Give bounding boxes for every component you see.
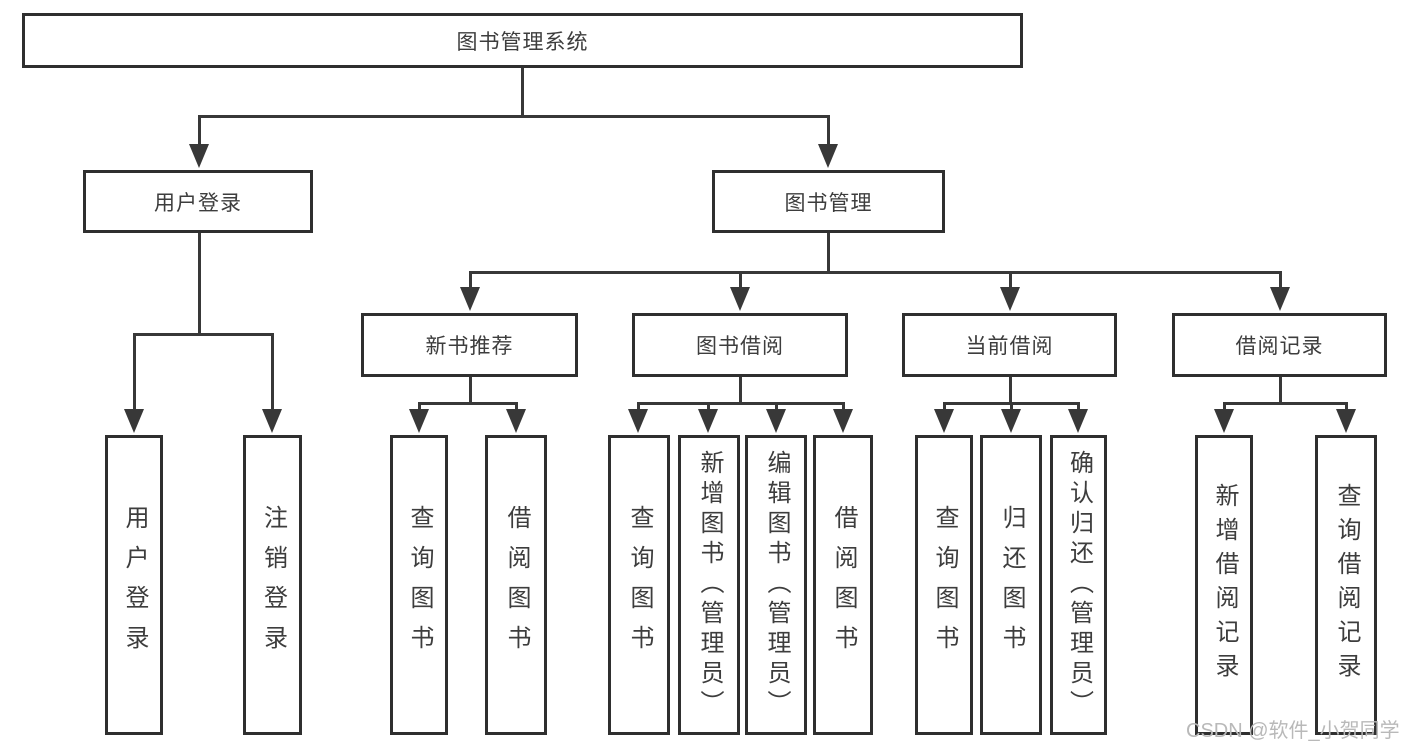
watermark: CSDN @软件_小贺同学 <box>1186 720 1400 742</box>
connector-arrow-down <box>262 409 282 433</box>
leaf-recommend-borrow-books: 借阅图书 <box>485 435 547 735</box>
connector-line <box>1008 377 1012 405</box>
node-library-system-label: 图书管理系统 <box>456 30 589 54</box>
leaf-add-borrow-record-label: 新增借阅记录 <box>1211 483 1238 687</box>
connector-line <box>132 333 274 336</box>
connector-line <box>520 68 524 118</box>
leaf-query-borrow-record: 查询借阅记录 <box>1315 435 1377 735</box>
connector-line <box>636 402 640 411</box>
leaf-user-login: 用户登录 <box>105 435 163 735</box>
node-borrow-records-label: 借阅记录 <box>1235 335 1324 358</box>
connector-arrow-down <box>698 409 718 433</box>
connector-line <box>774 402 778 411</box>
connector-line <box>1222 402 1348 405</box>
connector-line <box>514 402 518 411</box>
connector-arrow-down <box>628 409 648 433</box>
node-book-borrow-label: 图书借阅 <box>696 335 784 358</box>
connector-line <box>841 402 845 411</box>
connector-arrow-down <box>818 144 838 168</box>
leaf-confirm-return-admin: 确认归还（管理员） <box>1050 435 1107 735</box>
connector-arrow-down <box>506 409 526 433</box>
node-user-login: 用户登录 <box>83 170 313 233</box>
node-library-system: 图书管理系统 <box>22 13 1023 68</box>
connector-arrow-down <box>1001 409 1021 433</box>
connector-arrow-down <box>1068 409 1088 433</box>
connector-arrow-down <box>409 409 429 433</box>
node-current-borrow-label: 当前借阅 <box>965 335 1054 358</box>
connector-line <box>1344 402 1348 411</box>
connector-arrow-down <box>1270 287 1290 311</box>
node-borrow-records: 借阅记录 <box>1172 313 1387 377</box>
leaf-return-books-label: 归还图书 <box>998 505 1025 665</box>
leaf-borrow-books-label: 借阅图书 <box>830 505 857 665</box>
connector-line <box>417 402 518 405</box>
connector-line <box>636 402 845 405</box>
leaf-add-borrow-record: 新增借阅记录 <box>1195 435 1253 735</box>
leaf-recommend-query-books-label: 查询图书 <box>406 505 433 665</box>
node-current-borrow: 当前借阅 <box>902 313 1117 377</box>
connector-line <box>417 402 421 411</box>
connector-arrow-down <box>934 409 954 433</box>
connector-arrow-down <box>766 409 786 433</box>
leaf-edit-books-admin: 编辑图书（管理员） <box>745 435 807 735</box>
leaf-current-query-books-label: 查询图书 <box>931 505 958 665</box>
leaf-borrow-query-books-label: 查询图书 <box>626 505 653 665</box>
connector-line <box>826 115 830 146</box>
leaf-recommend-query-books: 查询图书 <box>390 435 448 735</box>
leaf-user-login-label: 用户登录 <box>121 505 148 665</box>
leaf-current-query-books: 查询图书 <box>915 435 973 735</box>
node-book-management: 图书管理 <box>712 170 945 233</box>
connector-line <box>1009 402 1013 411</box>
leaf-logout-label: 注销登录 <box>259 505 287 665</box>
connector-line <box>468 271 1282 274</box>
connector-line <box>738 377 742 405</box>
connector-arrow-down <box>730 287 750 311</box>
connector-arrow-down <box>1214 409 1234 433</box>
connector-line <box>1278 271 1282 289</box>
leaf-add-books-admin: 新增图书（管理员） <box>678 435 740 735</box>
connector-line <box>468 271 472 289</box>
connector-line <box>197 115 830 118</box>
connector-line <box>197 233 201 336</box>
node-new-book-recommend-label: 新书推荐 <box>425 335 514 358</box>
connector-arrow-down <box>833 409 853 433</box>
leaf-return-books: 归还图书 <box>980 435 1042 735</box>
connector-arrow-down <box>1336 409 1356 433</box>
connector-line <box>1222 402 1226 411</box>
connector-arrow-down <box>189 144 209 168</box>
connector-line <box>706 402 710 411</box>
connector-arrow-down <box>1000 287 1020 311</box>
leaf-edit-books-admin-label: 编辑图书（管理员） <box>763 450 790 720</box>
leaf-query-borrow-record-label: 查询借阅记录 <box>1333 483 1360 687</box>
connector-arrow-down <box>460 287 480 311</box>
leaf-logout: 注销登录 <box>243 435 302 735</box>
connector-arrow-down <box>124 409 144 433</box>
node-book-management-label: 图书管理 <box>784 191 873 215</box>
leaf-borrow-books: 借阅图书 <box>813 435 873 735</box>
leaf-confirm-return-admin-label: 确认归还（管理员） <box>1065 450 1093 720</box>
connector-line <box>197 115 201 146</box>
node-new-book-recommend: 新书推荐 <box>361 313 578 377</box>
connector-line <box>468 377 472 405</box>
connector-line <box>1076 402 1080 411</box>
connector-line <box>270 333 274 411</box>
connector-line <box>738 271 742 289</box>
leaf-recommend-borrow-books-label: 借阅图书 <box>503 505 530 665</box>
leaf-add-books-admin-label: 新增图书（管理员） <box>696 450 723 720</box>
connector-line <box>942 402 946 411</box>
connector-line <box>132 333 136 411</box>
connector-line <box>1278 377 1282 405</box>
node-user-login-label: 用户登录 <box>154 191 242 215</box>
leaf-borrow-query-books: 查询图书 <box>608 435 670 735</box>
connector-line <box>1008 271 1012 289</box>
connector-line <box>826 233 830 274</box>
node-book-borrow: 图书借阅 <box>632 313 848 377</box>
